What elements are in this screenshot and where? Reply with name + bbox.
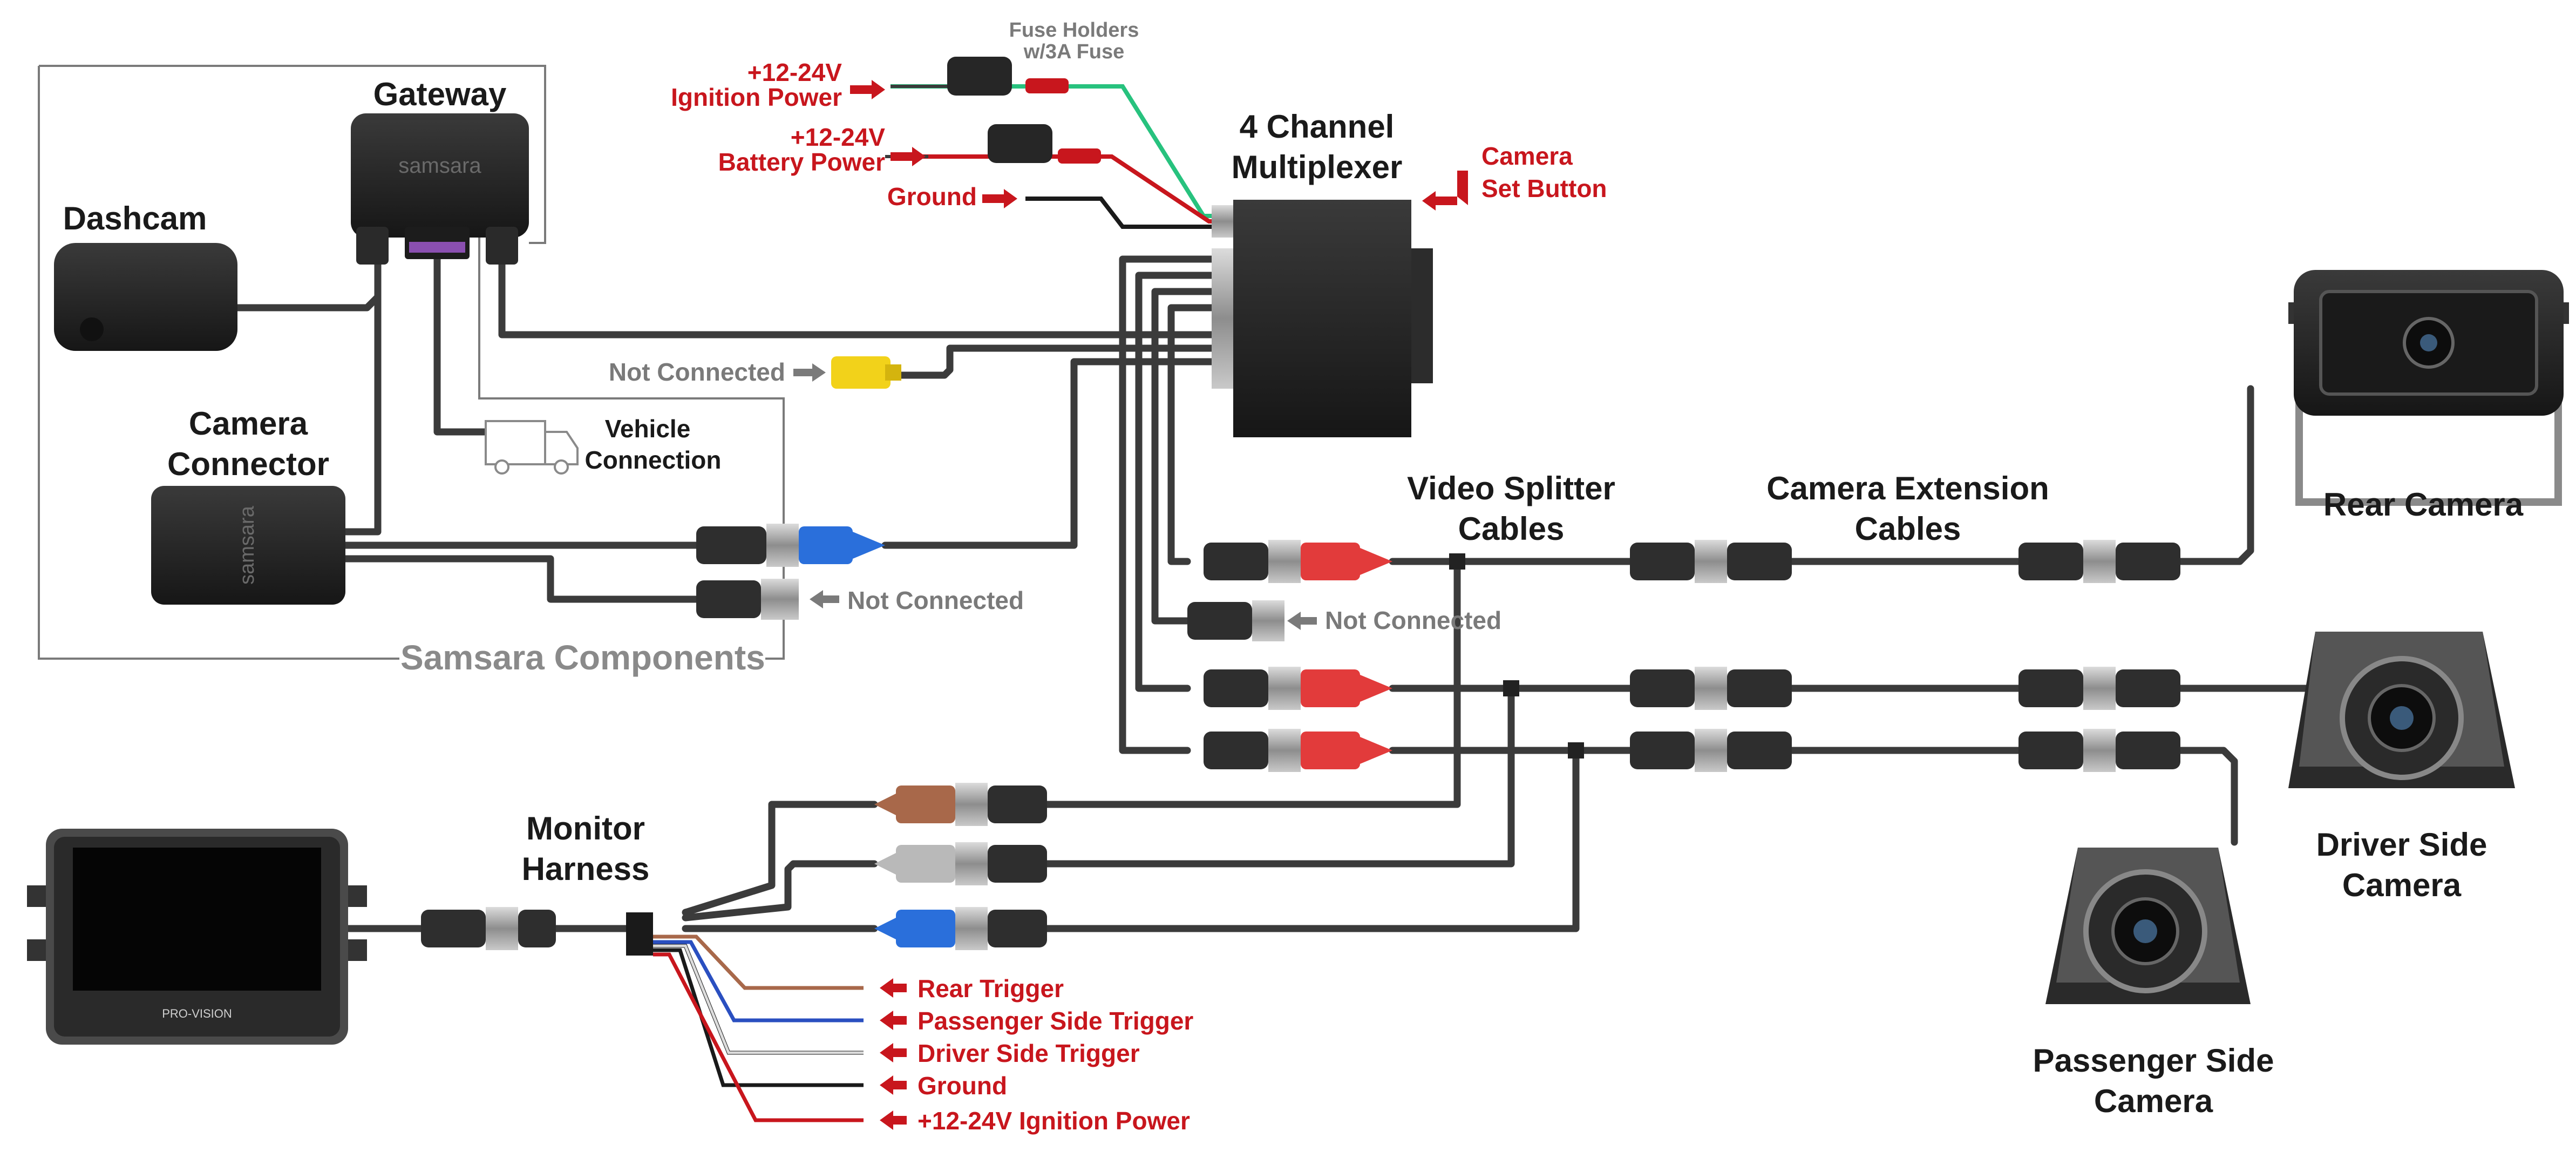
- ground-bottom-label: Ground: [917, 1072, 1007, 1100]
- splitter-connector-1: [1204, 540, 1392, 583]
- video-splitter-label-1: Video Splitter: [1407, 470, 1615, 506]
- power-labels-top: +12-24V Ignition Power +12-24V Battery P…: [671, 58, 1017, 211]
- monitor-device: PRO-VISION: [27, 829, 367, 1045]
- extension-connector-row-2: [1630, 667, 2180, 710]
- set-button-arrow-icon: [1422, 171, 1468, 211]
- monitor-brand-logo: PRO-VISION: [162, 1007, 232, 1020]
- dashcam-label: Dashcam: [63, 200, 207, 236]
- rear-trigger-arrow-icon: [880, 978, 907, 998]
- vehicle-connection: Vehicle Connection: [485, 415, 722, 475]
- trigger-labels: Rear Trigger Passenger Side Trigger Driv…: [880, 974, 1193, 1135]
- connector-brand-logo: samsara: [236, 505, 259, 585]
- samsara-components-label: Samsara Components: [400, 638, 765, 677]
- monitor-harness-label-2: Harness: [522, 851, 650, 887]
- battery-power-label-1: +12-24V: [791, 123, 886, 151]
- truck-wheel-icon: [554, 459, 569, 475]
- driver-side-camera-label-1: Driver Side: [2316, 827, 2487, 863]
- splitter-connector-not-connected: [1187, 600, 1284, 641]
- splitter-junction: [1568, 742, 1584, 759]
- camera-set-button-label-2: Set Button: [1481, 174, 1607, 202]
- ground-bottom-arrow-icon: [880, 1075, 907, 1095]
- driver-trigger-arrow-icon: [880, 1043, 907, 1062]
- extension-connector-row-1: [1630, 540, 2180, 583]
- camera-extension-label-2: Cables: [1855, 511, 1961, 547]
- passenger-trigger-arrow-icon: [880, 1011, 907, 1030]
- dashcam-device: Dashcam: [54, 200, 237, 351]
- fuse-holders-label-2: w/3A Fuse: [1023, 40, 1125, 63]
- camera-connector-device: samsara Camera Connector: [151, 405, 345, 605]
- fuse-holders-label-1: Fuse Holders: [1009, 19, 1139, 42]
- connector-arrow-icon: [810, 590, 839, 608]
- extension-connector-row-3: [1630, 729, 2180, 772]
- rear-camera-device: Rear Camera: [2288, 270, 2569, 523]
- driver-side-trigger-label: Driver Side Trigger: [917, 1039, 1140, 1067]
- splitter-junction: [1503, 680, 1519, 696]
- vehicle-connection-label-2: Connection: [585, 446, 722, 474]
- ground-arrow-icon: [982, 189, 1017, 208]
- camera-connector-label-1: Camera: [189, 405, 308, 442]
- battery-power-label-2: Battery Power: [718, 148, 885, 176]
- ignition-bottom-arrow-icon: [880, 1110, 907, 1130]
- camera-connector-label-2: Connector: [167, 446, 329, 482]
- splitter-arrow-icon: [1287, 612, 1317, 630]
- harness-connector-brown: [874, 783, 1047, 826]
- rear-trigger-label: Rear Trigger: [917, 974, 1064, 1003]
- passenger-side-camera-device: Passenger Side Camera: [2033, 848, 2274, 1119]
- harness-connector-blue: [874, 907, 1047, 950]
- passenger-side-trigger-label: Passenger Side Trigger: [917, 1007, 1193, 1035]
- ignition-arrow-icon: [850, 80, 885, 99]
- ignition-power-label-1: +12-24V: [747, 58, 842, 86]
- multiplexer-label-1: 4 Channel: [1240, 109, 1395, 145]
- rca-arrow-icon: [793, 363, 826, 382]
- blue-connector: [696, 524, 885, 567]
- fuse-holders: Fuse Holders w/3A Fuse: [947, 19, 1139, 164]
- passenger-side-camera-label-1: Passenger Side: [2033, 1042, 2274, 1079]
- rear-camera-label: Rear Camera: [2323, 486, 2524, 523]
- splitter-connectors: Not Connected Video Splitter Cables: [1187, 470, 1615, 772]
- splitter-connector-2: [1204, 667, 1392, 710]
- driver-side-camera-label-2: Camera: [2342, 867, 2462, 903]
- video-splitter-label-2: Cables: [1458, 511, 1565, 547]
- rca-not-connected: Not Connected: [609, 356, 901, 389]
- multiplexer-label-2: Multiplexer: [1232, 149, 1403, 185]
- splitter-junction: [1449, 553, 1465, 570]
- ground-top-label: Ground: [887, 182, 977, 211]
- not-connected-connector-label: Not Connected: [847, 586, 1024, 614]
- ignition-power-bottom-label: +12-24V Ignition Power: [917, 1107, 1190, 1135]
- gateway-device: samsara Gateway: [351, 76, 529, 265]
- ignition-power-label-2: Ignition Power: [671, 83, 842, 111]
- gateway-brand-logo: samsara: [398, 154, 481, 178]
- samsara-components-bracket: Samsara Components: [38, 65, 785, 677]
- splitter-connector-3: [1204, 729, 1392, 772]
- multiplexer-device: 4 Channel Multiplexer Camera Set Button: [1212, 109, 1607, 437]
- monitor-harness: Monitor Harness: [421, 783, 1047, 1122]
- wires: [234, 84, 2319, 932]
- driver-side-camera-device: Driver Side Camera: [2288, 632, 2515, 903]
- monitor-harness-label-1: Monitor: [526, 810, 645, 847]
- not-connected-rca-label: Not Connected: [609, 358, 785, 386]
- battery-arrow-icon: [891, 147, 926, 166]
- not-connected-connector: Not Connected: [696, 579, 1024, 620]
- camera-extension-label-1: Camera Extension: [1766, 470, 2049, 506]
- truck-wheel-icon: [494, 459, 509, 475]
- extension-connectors: Camera Extension Cables: [1630, 470, 2180, 772]
- vehicle-connection-label-1: Vehicle: [605, 415, 691, 443]
- camera-set-button-label-1: Camera: [1481, 142, 1573, 170]
- passenger-side-camera-label-2: Camera: [2094, 1083, 2213, 1119]
- gateway-label: Gateway: [373, 76, 507, 112]
- harness-connector-gray: [874, 842, 1047, 885]
- not-connected-splitter-label: Not Connected: [1325, 606, 1501, 634]
